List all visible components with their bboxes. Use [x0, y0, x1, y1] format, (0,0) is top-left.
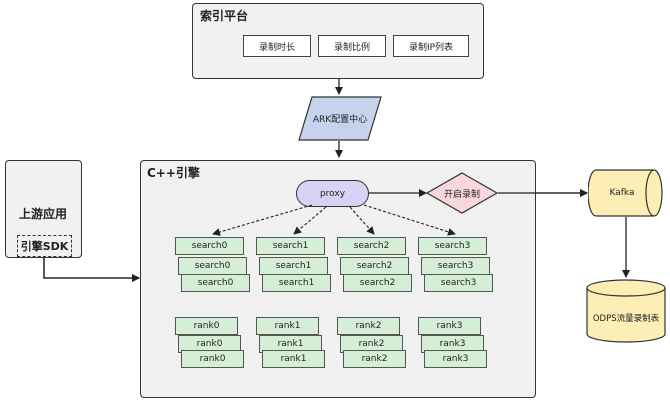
ark-config-center: ARK配置中心: [298, 96, 382, 141]
enable-record-decision: 开启录制: [426, 172, 498, 214]
ark-config-shape: [298, 96, 382, 141]
rank-group-1: rank1 rank1 rank1: [256, 317, 331, 377]
rank-node: rank1: [256, 317, 319, 335]
search-node: search1: [262, 274, 331, 292]
search-node: search1: [256, 237, 325, 255]
search-node: search3: [421, 257, 490, 275]
search-group-1: search1 search1 search1: [256, 237, 331, 297]
search-node: search3: [418, 237, 487, 255]
search-group-3: search3 search3 search3: [418, 237, 493, 297]
cpp-engine-title: C++引擎: [147, 166, 200, 180]
kafka-cylinder-shape: [588, 169, 663, 217]
rank-node: rank2: [337, 317, 400, 335]
engine-sdk-box: 引擎SDK: [17, 235, 72, 257]
odps-record-table: ODPS流量录制表: [586, 279, 666, 343]
rank-node: rank0: [175, 317, 238, 335]
odps-label: ODPS流量录制表: [592, 314, 660, 324]
rank-group-3: rank3 rank3 rank3: [418, 317, 493, 377]
odps-cylinder-shape: [586, 279, 666, 343]
index-platform-panel: 索引平台 录制时长 录制比例 录制IP列表: [192, 3, 484, 79]
enable-record-shape: [426, 172, 498, 214]
index-platform-title: 索引平台: [200, 9, 249, 23]
search-group-2: search2 search2 search2: [337, 237, 412, 297]
record-ip-list-box: 录制IP列表: [393, 35, 469, 57]
kafka-queue: Kafka: [588, 169, 664, 217]
enable-record-label: 开启录制: [443, 189, 480, 200]
search-node: search0: [181, 274, 250, 292]
search-node: search2: [340, 257, 409, 275]
search-group-0: search0 search0 search0: [175, 237, 250, 297]
upstream-app-title: 上游应用: [18, 207, 67, 221]
kafka-label: Kafka: [609, 188, 635, 198]
search-node: search0: [175, 237, 244, 255]
record-ratio-box: 录制比例: [318, 35, 386, 57]
record-duration-box: 录制时长: [243, 35, 311, 57]
rank-group-0: rank0 rank0 rank0: [175, 317, 250, 377]
upstream-app-panel: 上游应用 引擎SDK: [5, 160, 82, 258]
ark-config-label: ARK配置中心: [312, 115, 368, 125]
rank-node: rank1: [262, 350, 325, 368]
rank-group-2: rank2 rank2 rank2: [337, 317, 412, 377]
rank-node: rank3: [424, 350, 487, 368]
search-node: search0: [178, 257, 247, 275]
rank-node: rank3: [418, 317, 481, 335]
search-node: search3: [424, 274, 493, 292]
search-node: search2: [337, 237, 406, 255]
rank-node: rank0: [181, 350, 244, 368]
search-node: search1: [259, 257, 328, 275]
proxy-node: proxy: [296, 180, 369, 207]
rank-node: rank2: [343, 350, 406, 368]
search-node: search2: [343, 274, 412, 292]
